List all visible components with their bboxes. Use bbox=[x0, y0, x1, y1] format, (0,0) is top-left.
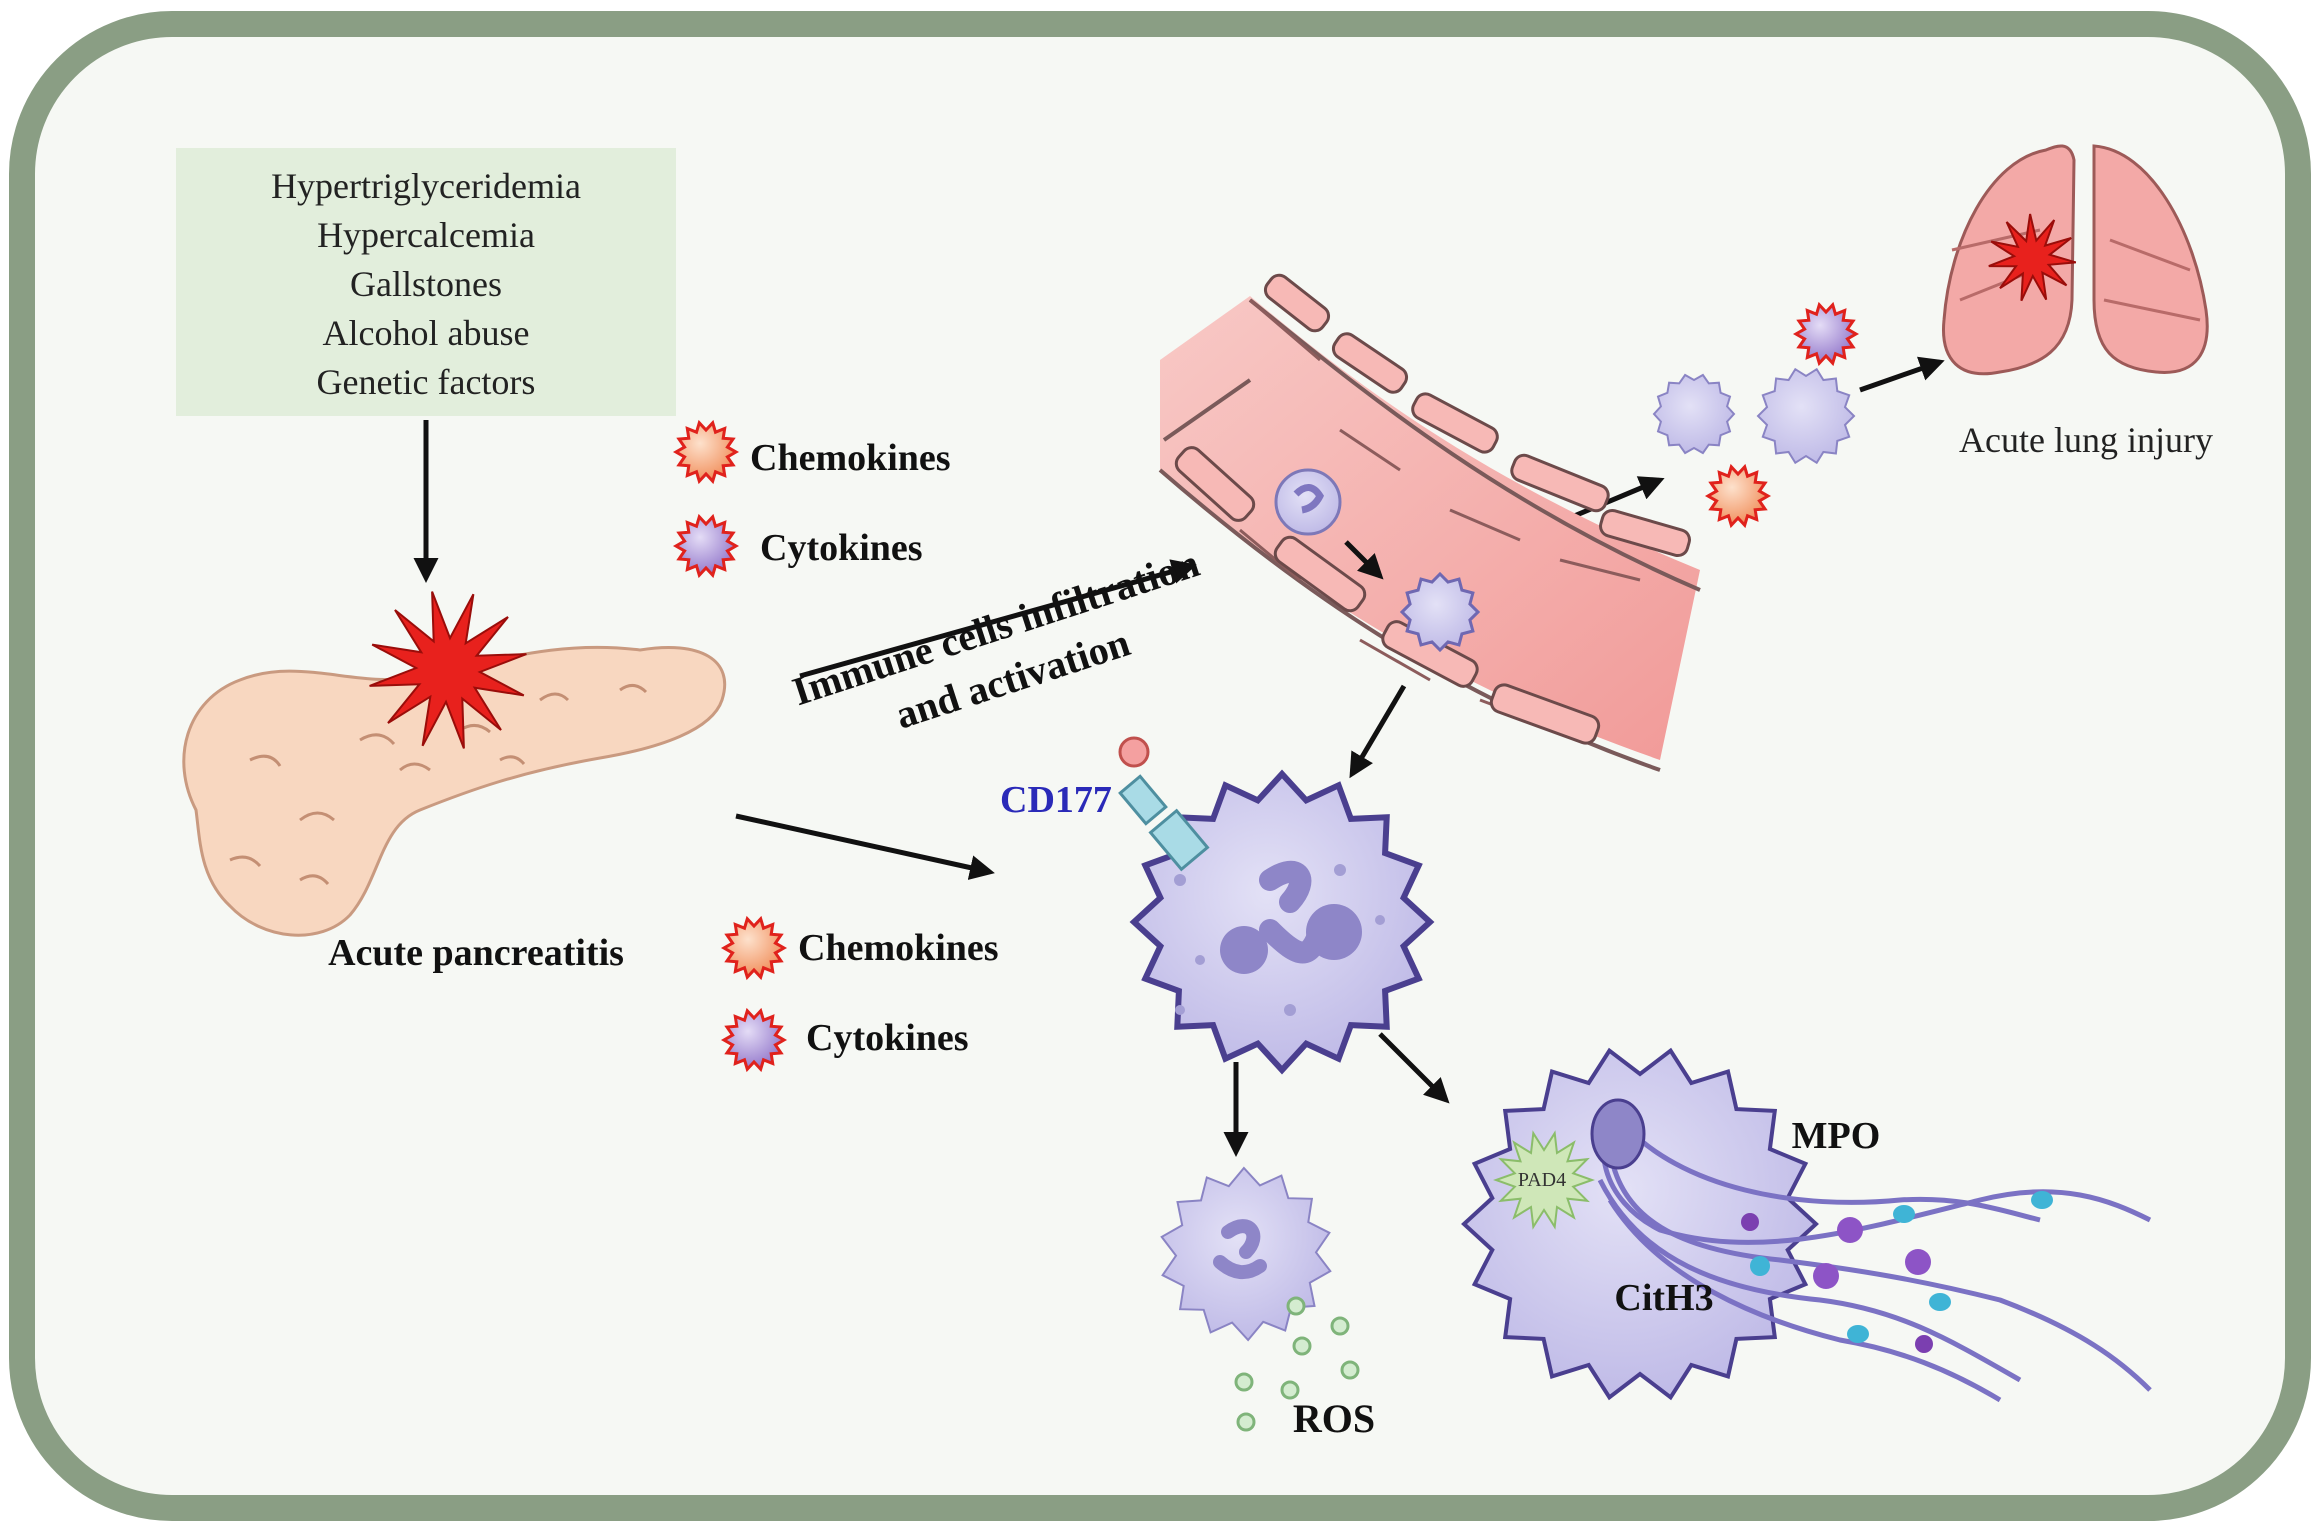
immune-cell-in-vessel bbox=[1274, 468, 1342, 536]
legend-bottom-chemokines: Chemokines bbox=[798, 927, 999, 969]
granules bbox=[1174, 864, 1385, 1016]
circulating-immune-cell bbox=[1652, 373, 1736, 455]
nucleus-icon bbox=[1220, 860, 1362, 974]
mpo-label: MPO bbox=[1792, 1115, 1881, 1157]
cause-alcohol-abuse: Alcohol abuse bbox=[323, 313, 530, 353]
cytokine-icon bbox=[720, 1007, 788, 1073]
cause-hypertriglyceridemia: Hypertriglyceridemia bbox=[271, 166, 581, 206]
legend-top-cytokines: Cytokines bbox=[760, 527, 923, 569]
lung-label: Acute lung injury bbox=[1959, 420, 2213, 460]
chemokine-icon bbox=[1704, 463, 1772, 529]
nucleus-icon bbox=[1213, 1219, 1267, 1279]
nucleus-icon bbox=[1293, 484, 1325, 514]
ros-label: ROS bbox=[1293, 1396, 1375, 1441]
cause-genetic-factors: Genetic factors bbox=[317, 362, 536, 402]
cd177-label: CD177 bbox=[1000, 779, 1112, 821]
causes-box: Hypertriglyceridemia Hypercalcemia Galls… bbox=[176, 148, 676, 416]
injury-burst-lung bbox=[1988, 213, 2077, 302]
chemokine-icon bbox=[720, 915, 788, 981]
pad4-label: PAD4 bbox=[1518, 1169, 1566, 1191]
pancreas-label: Acute pancreatitis bbox=[328, 932, 624, 974]
cause-gallstones: Gallstones bbox=[350, 264, 502, 304]
chemokine-icon bbox=[672, 419, 740, 485]
arrow-to-neutrophil bbox=[735, 813, 995, 880]
legend-top-chemokines: Chemokines bbox=[750, 437, 951, 479]
arrow-to-lung bbox=[1859, 356, 1945, 393]
blood-vessel bbox=[1158, 273, 1701, 772]
ros-particles bbox=[1234, 1296, 1360, 1432]
cause-hypercalcemia: Hypercalcemia bbox=[317, 215, 535, 255]
cytokine-icon bbox=[672, 513, 740, 579]
arrow-cell-migration bbox=[1344, 540, 1384, 580]
pad4-enzyme-icon bbox=[1493, 1130, 1595, 1230]
activated-cell-in-vessel bbox=[1399, 571, 1481, 653]
arrow-to-vessel bbox=[799, 559, 1197, 679]
cytokine-icon bbox=[1792, 301, 1860, 367]
nucleus-icon bbox=[1590, 1098, 1646, 1170]
pancreas-illustration bbox=[182, 645, 727, 937]
net-granules bbox=[1741, 1191, 2053, 1353]
injury-burst-pancreas bbox=[369, 591, 527, 749]
arrow-to-net bbox=[1378, 1032, 1450, 1104]
net-fibers bbox=[1597, 1108, 2152, 1403]
legend-bottom-cytokines: Cytokines bbox=[806, 1017, 969, 1059]
cd177-receptor-icon bbox=[1118, 736, 1210, 872]
cith3-label: CitH3 bbox=[1614, 1277, 1713, 1319]
arrow-vessel-to-neutrophil bbox=[1349, 684, 1407, 779]
circulating-immune-cell bbox=[1756, 367, 1856, 465]
